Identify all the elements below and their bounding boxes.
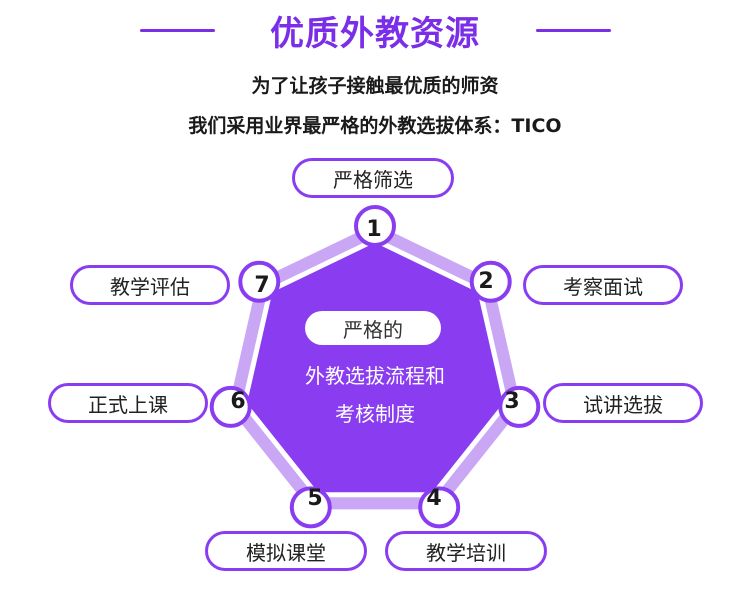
step-6-label: 正式上课 [48, 383, 208, 423]
step-1-number: 1 [366, 217, 382, 242]
title-decor-line-left [140, 29, 215, 32]
title-row: 优质外教资源 [0, 0, 750, 60]
step-5-number: 5 [307, 486, 323, 511]
step-2-label: 考察面试 [523, 265, 683, 305]
step-4-number: 4 [426, 486, 442, 511]
step-2-number: 2 [478, 269, 494, 294]
step-1-label: 严格筛选 [292, 158, 454, 198]
title-decor-line-right [536, 29, 611, 32]
page-title: 优质外教资源 [270, 14, 480, 54]
subtitle-line-2: 我们采用业界最严格的外教选拔体系：TICO [188, 115, 562, 137]
step-6-node [209, 385, 252, 428]
step-3-node [498, 385, 541, 428]
step-4-node [418, 486, 461, 529]
step-3-label: 试讲选拔 [543, 383, 703, 423]
step-7-node [238, 260, 281, 303]
center-text-line-2: 考核制度 [335, 402, 415, 426]
step-1-node [354, 205, 396, 247]
center-text-line-1: 外教选拔流程和 [305, 364, 445, 388]
step-5-node [289, 486, 332, 529]
step-3-number: 3 [504, 389, 520, 414]
heptagon-center [241, 237, 509, 498]
center-badge: 严格的 [305, 311, 441, 345]
step-7-number: 7 [254, 273, 270, 298]
step-4-label: 教学培训 [385, 531, 547, 571]
step-6-number: 6 [230, 389, 246, 414]
step-7-label: 教学评估 [70, 265, 230, 305]
step-2-node [469, 260, 512, 303]
step-5-label: 模拟课堂 [205, 531, 367, 571]
subtitle-line-1: 为了让孩子接触最优质的师资 [251, 75, 499, 97]
